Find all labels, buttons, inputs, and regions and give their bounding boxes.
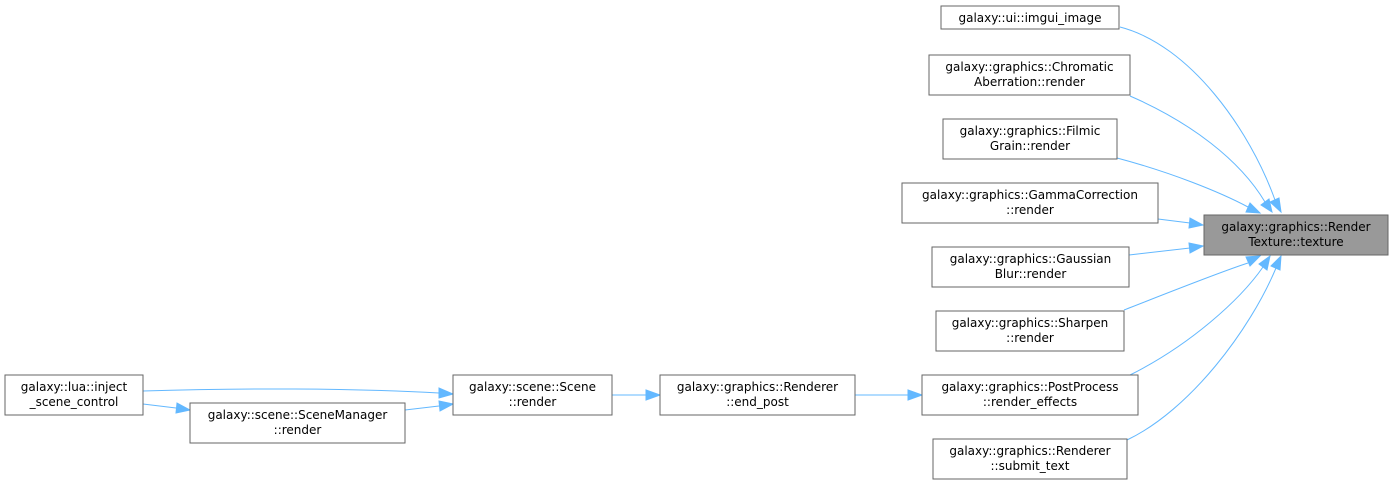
node-label-line: _scene_control xyxy=(29,395,119,409)
edge-chromatic-to-render-texture xyxy=(1129,95,1273,214)
node-gamma-correction-render[interactable]: galaxy::graphics::GammaCorrection ::rend… xyxy=(901,182,1159,224)
node-label-line: Grain::render xyxy=(990,139,1070,153)
edge-gamma-to-render-texture xyxy=(1157,217,1205,229)
node-render-texture-texture[interactable]: galaxy::graphics::Render Texture::textur… xyxy=(1203,214,1389,256)
node-label-line: ::submit_text xyxy=(991,459,1070,473)
node-label-line: ::render xyxy=(274,423,322,437)
node-renderer-end-post[interactable]: galaxy::graphics::Renderer ::end_post xyxy=(659,374,856,416)
edge-sharpen-to-render-texture xyxy=(1123,255,1262,311)
node-label-line: galaxy::graphics::Sharpen xyxy=(952,316,1109,330)
node-imgui-image[interactable]: galaxy::ui::imgui_image xyxy=(940,5,1120,30)
node-label-line: galaxy::scene::SceneManager xyxy=(208,408,388,422)
edge-scenemanager-to-scene-render xyxy=(404,400,455,412)
edge-inject-to-scenemanager xyxy=(142,402,192,414)
node-label-line: galaxy::graphics::Chromatic xyxy=(945,60,1113,74)
edge-inject-to-scene-render xyxy=(142,387,455,399)
node-label-line: galaxy::ui::imgui_image xyxy=(958,11,1101,25)
node-gaussian-blur-render[interactable]: galaxy::graphics::Gaussian Blur::render xyxy=(931,246,1130,288)
node-label-line: ::end_post xyxy=(726,395,789,409)
edge-gaussian-to-render-texture xyxy=(1128,242,1205,256)
node-label-line: galaxy::graphics::Renderer xyxy=(949,444,1110,458)
edge-postprocess-to-render-texture xyxy=(1129,254,1271,376)
node-label-line: galaxy::graphics::Filmic xyxy=(960,124,1101,138)
node-sharpen-render[interactable]: galaxy::graphics::Sharpen ::render xyxy=(935,310,1125,352)
node-label-line: galaxy::lua::inject xyxy=(21,380,128,394)
call-graph-edges xyxy=(142,26,1282,441)
node-renderer-submit-text[interactable]: galaxy::graphics::Renderer ::submit_text xyxy=(932,438,1128,480)
call-graph-nodes: galaxy::graphics::Render Texture::textur… xyxy=(4,5,1389,480)
node-label-line: galaxy::graphics::Render xyxy=(1221,220,1370,234)
node-label-line: galaxy::graphics::Gaussian xyxy=(950,252,1112,266)
edge-submit-text-to-render-texture xyxy=(1126,254,1282,441)
node-label-line: Aberration::render xyxy=(974,75,1085,89)
edge-imgui-image-to-render-texture xyxy=(1119,26,1282,214)
node-label-line: ::render_effects xyxy=(983,395,1077,409)
node-label-line: ::render xyxy=(1006,331,1054,345)
node-scene-render[interactable]: galaxy::scene::Scene ::render xyxy=(452,374,613,416)
node-postprocess-render-effects[interactable]: galaxy::graphics::PostProcess ::render_e… xyxy=(921,374,1139,416)
node-filmic-grain-render[interactable]: galaxy::graphics::Filmic Grain::render xyxy=(942,118,1118,160)
edge-filmic-to-render-texture xyxy=(1116,157,1262,214)
node-label-line: galaxy::scene::Scene xyxy=(469,380,596,394)
node-label-line: Blur::render xyxy=(995,267,1067,281)
node-label-line: galaxy::graphics::PostProcess xyxy=(941,380,1118,394)
node-label-line: galaxy::graphics::GammaCorrection xyxy=(922,188,1138,202)
node-scenemanager-render[interactable]: galaxy::scene::SceneManager ::render xyxy=(189,402,406,444)
node-label-line: ::render xyxy=(509,395,557,409)
node-label-line: Texture::texture xyxy=(1247,235,1343,249)
node-label-line: galaxy::graphics::Renderer xyxy=(677,380,838,394)
node-lua-inject-scene-control[interactable]: galaxy::lua::inject _scene_control xyxy=(4,374,144,416)
node-label-line: ::render xyxy=(1006,203,1054,217)
edge-end-post-to-postprocess xyxy=(855,389,924,401)
node-chromatic-aberration-render[interactable]: galaxy::graphics::Chromatic Aberration::… xyxy=(928,54,1131,96)
edge-scene-render-to-end-post xyxy=(612,389,662,401)
